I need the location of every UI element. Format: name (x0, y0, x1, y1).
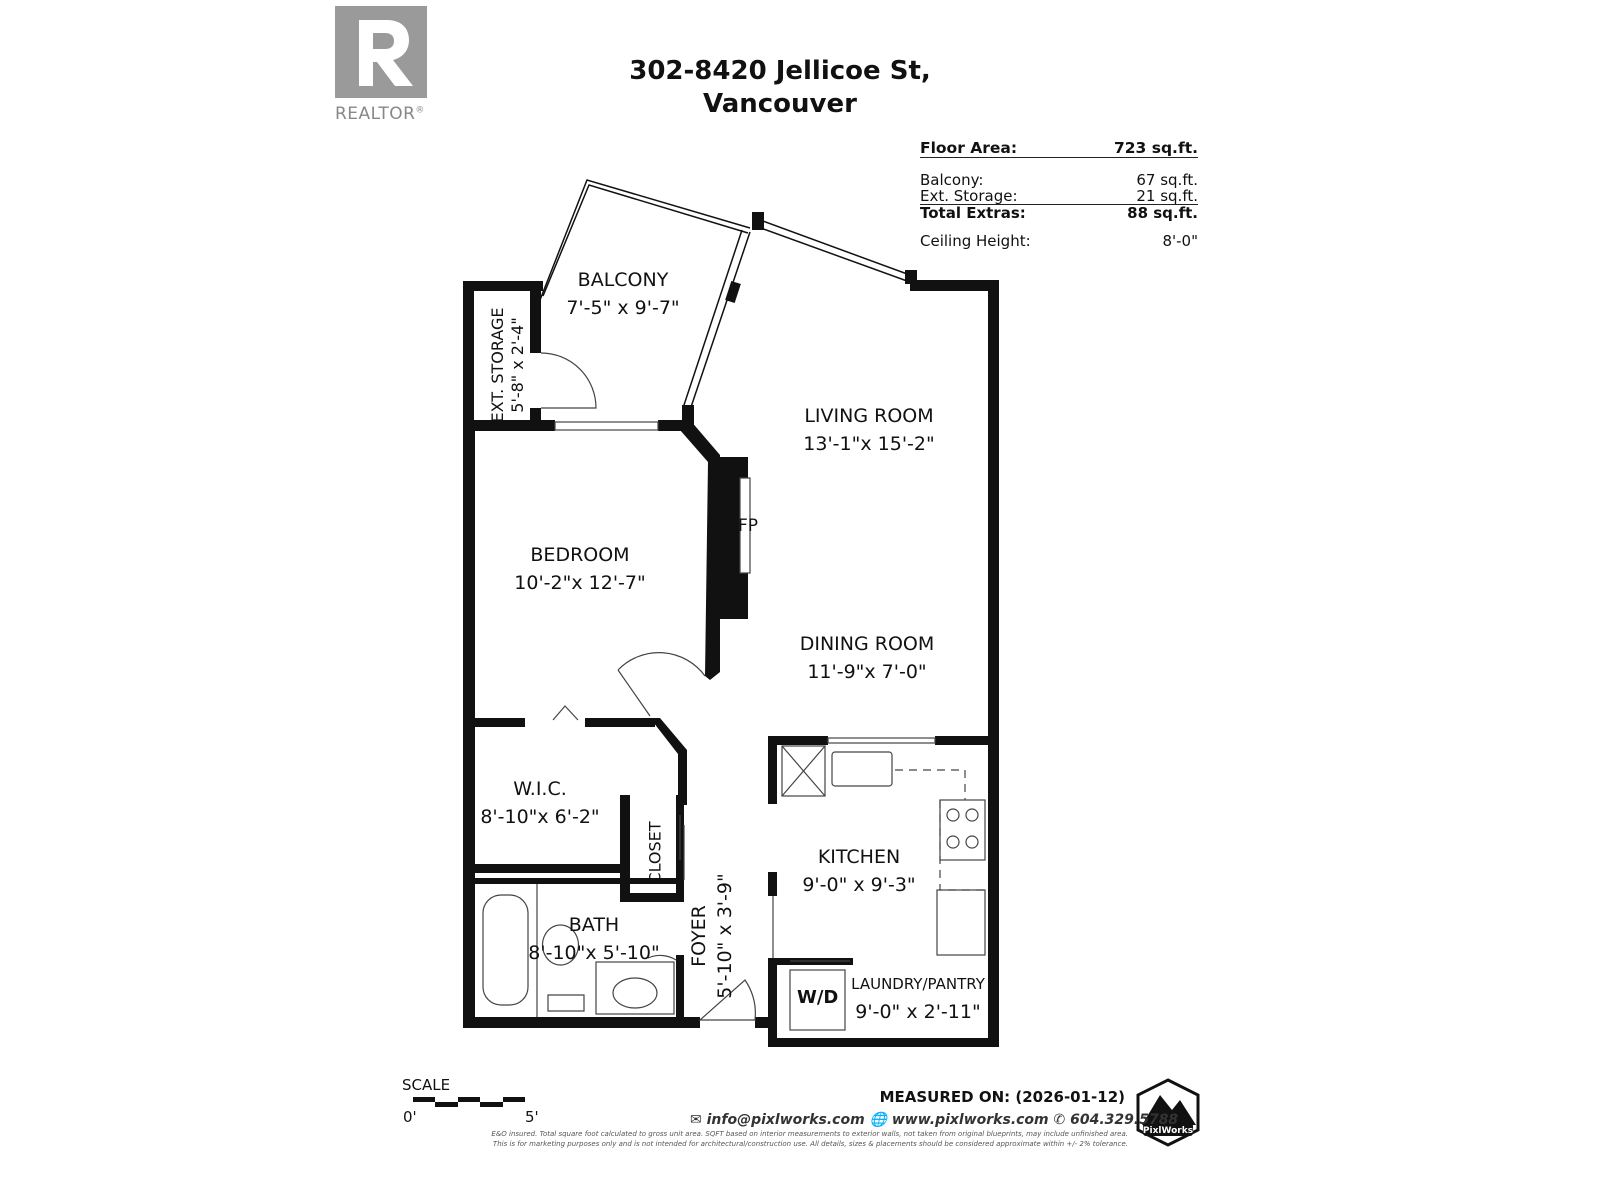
disclaimer-line-2: This is for marketing purposes only and … (492, 1140, 1128, 1148)
room-balcony: BALCONY 7'-5" x 9'-7" (566, 266, 679, 322)
disclaimer-line-1: E&O insured. Total square foot calculate… (491, 1130, 1128, 1138)
contact-line: ✉ info@pixlworks.com 🌐 www.pixlworks.com… (690, 1112, 1178, 1128)
washer-dryer (789, 969, 846, 1031)
realtor-r-icon (335, 6, 427, 98)
email-icon: ✉ (690, 1112, 702, 1128)
ceiling-label: Ceiling Height: (920, 232, 1031, 250)
room-dims: 9'-0" x 9'-3" (802, 874, 916, 896)
extras-label: Total Extras: (920, 204, 1026, 222)
dishwasher (936, 889, 986, 956)
room-dims: 8'-10"x 6'-2" (480, 806, 600, 828)
stove (939, 799, 986, 861)
room-name: KITCHEN (817, 846, 901, 868)
phone-icon: ✆ (1053, 1112, 1066, 1128)
scale-label: SCALE (402, 1076, 451, 1094)
svg-text:PixlWorks: PixlWorks (1143, 1126, 1193, 1136)
balcony-outline (539, 179, 911, 411)
pixlworks-logo: PixlWorks (1136, 1078, 1200, 1147)
fixtures (482, 352, 986, 1031)
bathtub (482, 894, 529, 1006)
email-link[interactable]: info@pixlworks.com (706, 1112, 865, 1128)
room-dims: 10'-2"x 12'-7" (514, 572, 646, 594)
balcony-area-label: Balcony: (920, 171, 984, 189)
floor-area-value: 723 sq.ft. (1113, 139, 1198, 157)
web-link[interactable]: www.pixlworks.com (891, 1112, 1049, 1128)
room-dims: 8'-10"x 5'-10" (528, 942, 660, 964)
room-living: LIVING ROOM 13'-1"x 15'-2" (803, 402, 934, 458)
toilet (541, 924, 585, 1012)
realtor-logo: REALTOR® (335, 6, 435, 124)
room-dims: 9'-0" x 2'-11" (855, 1001, 981, 1023)
floor-area-label: Floor Area: (920, 139, 1018, 157)
scale-bar (413, 1097, 525, 1107)
bedroom-door-swing (617, 652, 706, 717)
storage-door-swing (540, 352, 597, 409)
logo-text: REALTOR (335, 104, 416, 124)
room-bath: BATH 8'-10"x 5'-10" (528, 911, 659, 967)
phone-number: 604.329.5788 (1070, 1112, 1179, 1128)
scale-end: 5' (525, 1108, 539, 1126)
extras-value: 88 sq.ft. (1127, 204, 1198, 222)
washer-dryer-label: W/D (797, 987, 839, 1008)
room-dims: 5'-10" x 3'-9" (714, 873, 736, 999)
room-name: W.I.C. (513, 778, 567, 800)
storage-area-label: Ext. Storage: (920, 187, 1018, 205)
title-city: Vancouver (703, 89, 857, 119)
storage-area-value: 21 sq.ft. (1136, 187, 1198, 205)
room-dining: DINING ROOM 11'-9"x 7'-0" (800, 630, 935, 686)
room-name: EXT. STORAGE (488, 307, 507, 423)
measured-on: MEASURED ON: (2026-01-12) (879, 1088, 1125, 1106)
room-name: LIVING ROOM (804, 405, 934, 427)
scale-start: 0' (403, 1108, 417, 1126)
room-name: LAUNDRY/PANTRY (851, 975, 985, 993)
room-dims: 11'-9"x 7'-0" (807, 661, 927, 683)
vanity (595, 961, 675, 1015)
room-dims: 7'-5" x 9'-7" (566, 297, 680, 319)
room-bedroom: BEDROOM 10'-2"x 12'-7" (514, 541, 645, 597)
title-address: 302-8420 Jellicoe St, (629, 56, 931, 86)
entry-door-swing (698, 979, 756, 1021)
room-name: FOYER (688, 905, 710, 967)
bedroom-window (554, 421, 659, 431)
room-kitchen: KITCHEN 9'-0" x 9'-3" (802, 843, 915, 899)
ceiling-value: 8'-0" (1162, 232, 1198, 250)
registered-mark: ® (415, 105, 425, 116)
fireplace-label: FP (738, 516, 759, 536)
room-name: DINING ROOM (799, 633, 935, 655)
page-title: 302-8420 Jellicoe St, Vancouver (560, 55, 1000, 121)
balcony-area-value: 67 sq.ft. (1136, 171, 1198, 189)
room-dims: 13'-1"x 15'-2" (803, 433, 935, 455)
room-dims: 5'-8" x 2'-4" (508, 317, 527, 413)
closet-label: CLOSET (645, 821, 665, 884)
wic-bifold-door (552, 705, 579, 721)
room-name: BALCONY (577, 269, 669, 291)
walls (463, 212, 999, 1047)
room-name: BEDROOM (530, 544, 630, 566)
room-laundry: LAUNDRY/PANTRY 9'-0" x 2'-11" (851, 970, 985, 1026)
sink (831, 751, 893, 787)
fridge (781, 745, 826, 797)
room-name: BATH (568, 914, 620, 936)
globe-icon: 🌐 (869, 1112, 887, 1128)
area-summary: Floor Area:723 sq.ft. Balcony:67 sq.ft. … (920, 140, 1198, 249)
room-wic: W.I.C. 8'-10"x 6'-2" (480, 775, 599, 831)
